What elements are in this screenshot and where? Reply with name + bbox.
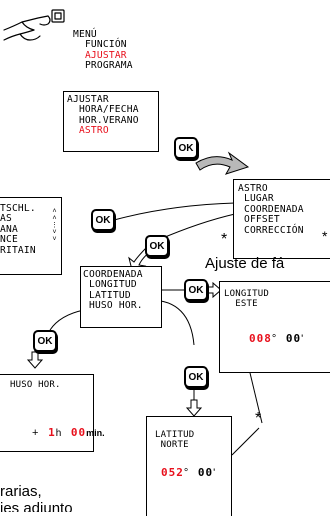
ok-button-5[interactable]: OK	[33, 330, 57, 352]
coordenada-item-huso[interactable]: HUSO HOR.	[88, 300, 143, 312]
latitud-degrees-value[interactable]: 052	[161, 466, 184, 479]
line-lugar	[113, 202, 236, 221]
astro-panel: ASTRO LUGAR COORDENADA OFFSET CORRECCIóN…	[233, 179, 330, 259]
huso-panel: HUSO HOR. + 1h 00min.	[0, 374, 105, 452]
ok-button-1[interactable]: OK	[174, 137, 198, 159]
coordenada-item-longitud[interactable]: LONGITUD	[88, 279, 137, 291]
hollow-arrow-latitud	[185, 399, 203, 417]
menu-item-ajustar[interactable]: AJUSTAR	[84, 49, 127, 61]
astro-title: ASTRO	[238, 183, 268, 194]
hand-icon	[3, 9, 65, 41]
latitud-sub: NORTE	[160, 439, 189, 450]
latitud-minute-sign: '	[213, 467, 216, 479]
coordenada-item-latitud[interactable]: LATITUD	[88, 289, 131, 301]
ok-button-2[interactable]: OK	[91, 209, 115, 231]
ajustar-item-hora-fecha[interactable]: HORA/FECHA	[78, 104, 139, 116]
huso-hours-label: h	[55, 428, 62, 439]
language-item-2[interactable]: AS	[0, 213, 12, 225]
ajustar-title: AJUSTAR	[67, 94, 109, 105]
longitud-minutes-value[interactable]: 00	[285, 332, 302, 345]
language-item-4[interactable]: NCE	[0, 234, 18, 246]
asterisk-line-latitud	[231, 427, 260, 456]
huso-sign: +	[32, 427, 39, 439]
menu-item-funcion[interactable]: FUNCIóN	[84, 39, 127, 51]
language-list-panel: TSCHL. AS ANA NCE RITAIN ˄˄⋮˅˅	[0, 197, 62, 275]
astro-asterisk-right: *	[322, 228, 328, 244]
astro-item-lugar[interactable]: LUGAR	[243, 193, 274, 205]
coordenada-title: COORDENADA	[83, 269, 143, 280]
ok-button-3[interactable]: OK	[145, 235, 169, 257]
caption-bottom-1: rarias,	[0, 483, 42, 500]
ok-button-4[interactable]: OK	[184, 279, 208, 301]
ajustar-panel: AJUSTAR HORA/FECHA HOR.VERANO ASTRO	[63, 91, 159, 152]
astro-item-coordenada[interactable]: COORDENADA	[243, 203, 304, 215]
longitud-degrees-value[interactable]: 008	[249, 332, 272, 345]
huso-title: HUSO HOR.	[10, 380, 61, 390]
language-item-3[interactable]: ANA	[0, 223, 18, 235]
latitud-title: LATITUD	[155, 430, 195, 440]
huso-minutes-label: min.	[86, 428, 105, 438]
latitud-panel: LATITUD NORTE 052° 00'	[146, 416, 232, 516]
astro-item-correccion[interactable]: CORRECCIóN	[243, 224, 304, 236]
longitud-sub: ESTE	[235, 298, 258, 309]
huso-hours-value[interactable]: 1	[48, 426, 56, 439]
huso-minutes-value[interactable]: 00	[70, 426, 87, 439]
astro-asterisk-left: *	[221, 231, 228, 248]
line-huso	[49, 309, 85, 331]
coordinate-asterisk: *	[255, 410, 262, 427]
menu-panel: MENú FUNCIóN AJUSTAR PROGRAMA	[73, 29, 133, 72]
ajustar-item-astro[interactable]: ASTRO	[78, 125, 109, 137]
hollow-arrow-huso	[26, 351, 44, 369]
caption-right: Ajuste de fá	[205, 255, 285, 272]
longitud-panel: LONGITUD ESTE 008° 00'	[219, 281, 330, 373]
scroll-arrows-icon: ˄˄⋮˅˅	[51, 207, 58, 243]
menu-item-programa[interactable]: PROGRAMA	[84, 60, 133, 72]
caption-bottom-2: ies adjunto	[0, 500, 73, 517]
astro-item-offset[interactable]: OFFSET	[243, 214, 280, 226]
language-item-1[interactable]: TSCHL.	[0, 203, 36, 214]
language-item-5[interactable]: RITAIN	[0, 244, 36, 256]
longitud-title: LONGITUD	[224, 289, 269, 299]
menu-title: MENú	[73, 29, 97, 40]
latitud-minutes-value[interactable]: 00	[197, 466, 214, 479]
ajustar-item-hor-verano[interactable]: HOR.VERANO	[78, 114, 139, 126]
longitud-degree-sign: °	[271, 333, 277, 345]
longitud-minute-sign: '	[301, 333, 304, 345]
coordenada-panel: COORDENADA LONGITUD LATITUD HUSO HOR.	[80, 266, 162, 328]
latitud-degree-sign: °	[183, 467, 189, 479]
grey-curved-arrow	[195, 151, 250, 175]
ok-button-6[interactable]: OK	[184, 366, 208, 388]
